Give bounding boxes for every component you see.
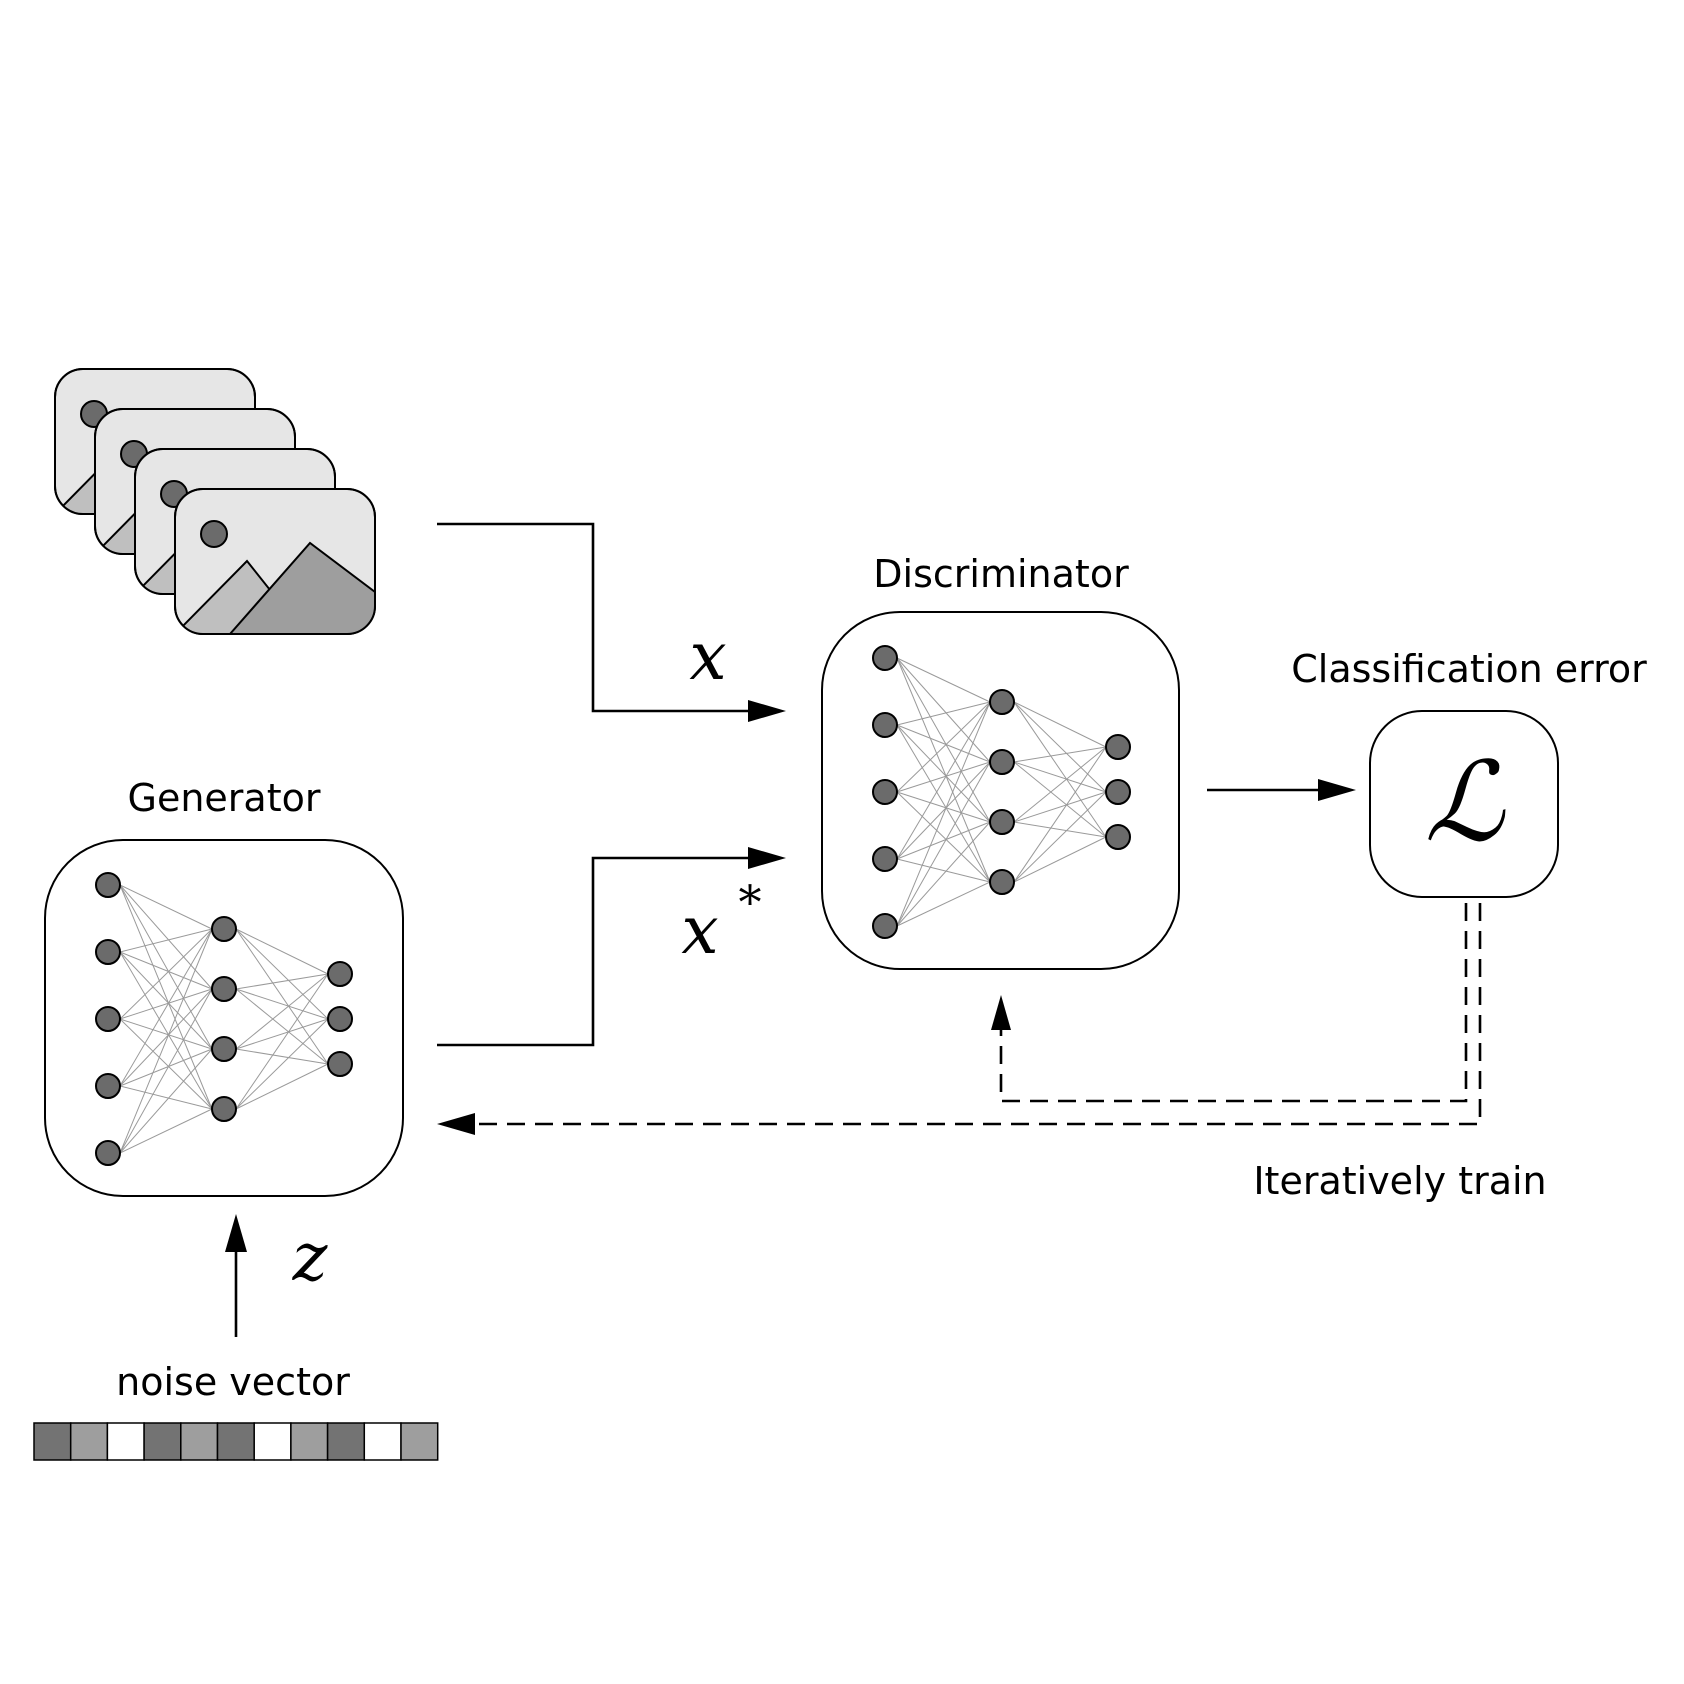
neuron [989, 689, 1015, 715]
neuron [211, 976, 237, 1002]
fake-data-wire [437, 847, 786, 1047]
neuron [989, 809, 1015, 835]
neuron [95, 1006, 121, 1032]
noise-cell [216, 1422, 255, 1461]
latent-symbol: z [292, 1219, 329, 1296]
generator-network [95, 872, 353, 1166]
noise-cell [106, 1422, 145, 1461]
neuron [95, 1140, 121, 1166]
network-edges [119, 884, 329, 1154]
noise-cell [33, 1422, 72, 1461]
noise-cell [290, 1422, 329, 1461]
neuron [1105, 734, 1131, 760]
neuron [95, 939, 121, 965]
neuron [95, 1073, 121, 1099]
neuron [989, 749, 1015, 775]
discriminator-network [872, 645, 1131, 939]
noise-cell [400, 1422, 439, 1461]
fake-input-superscript: * [739, 875, 762, 929]
generator-label: Generator [128, 776, 321, 820]
real-data-wire [437, 522, 786, 722]
iteratively-train-label: Iteratively train [1253, 1159, 1546, 1203]
neuron [327, 961, 353, 987]
neuron [872, 645, 898, 671]
neuron [1105, 824, 1131, 850]
noise-vector-label: noise vector [116, 1360, 350, 1404]
discriminator-to-loss-arrow [1207, 779, 1356, 801]
neuron [1105, 779, 1131, 805]
feedback-to-discriminator [991, 903, 1468, 1103]
real-images-stack [54, 368, 376, 635]
neuron [872, 712, 898, 738]
noise-cell [180, 1422, 219, 1461]
noise-cell [253, 1422, 292, 1461]
neuron [211, 1036, 237, 1062]
neuron [211, 1096, 237, 1122]
loss-symbol: ℒ [1424, 738, 1506, 866]
noise-to-generator-arrow [225, 1214, 247, 1337]
loss-box [1369, 710, 1559, 898]
noise-cell [363, 1422, 402, 1461]
neuron [211, 916, 237, 942]
generator-box [44, 839, 404, 1197]
sun-icon [200, 520, 228, 548]
neuron [327, 1006, 353, 1032]
neuron [327, 1051, 353, 1077]
neuron [989, 869, 1015, 895]
image-card [174, 488, 376, 635]
neuron [95, 872, 121, 898]
discriminator-box [821, 611, 1180, 970]
feedback-to-generator [437, 903, 1482, 1135]
discriminator-label: Discriminator [873, 552, 1129, 596]
real-input-symbol: x [689, 618, 726, 695]
neuron [872, 779, 898, 805]
neuron [872, 913, 898, 939]
fake-input-symbol: x [681, 892, 718, 969]
neuron [872, 846, 898, 872]
network-edges [896, 657, 1107, 927]
noise-cell [326, 1422, 366, 1461]
noise-cell [69, 1422, 109, 1461]
noise-vector [33, 1422, 439, 1461]
classification-error-label: Classification error [1291, 647, 1647, 691]
noise-cell [143, 1422, 182, 1461]
